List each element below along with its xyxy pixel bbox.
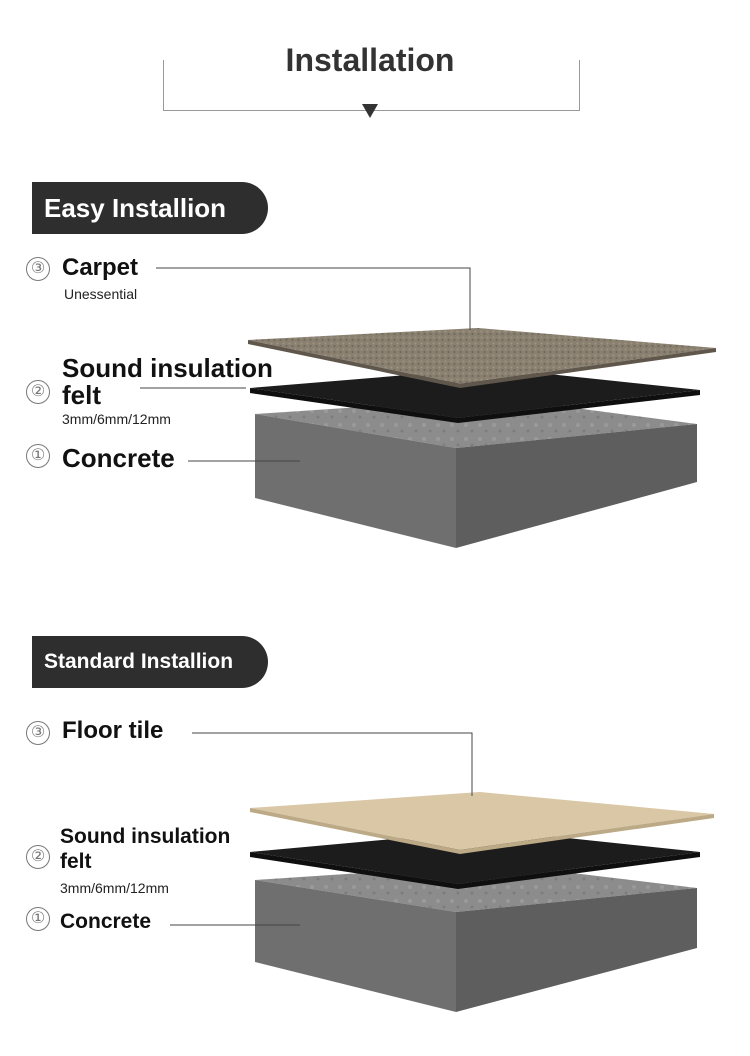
number-3-icon: ③	[26, 721, 50, 745]
number-2-icon: ②	[26, 845, 50, 869]
layer-carpet-note: Unessential	[64, 286, 138, 302]
floor-tile-layer	[250, 792, 714, 850]
section-standard-title: Standard Installion	[32, 636, 268, 688]
layer-felt-label-line2: felt	[62, 380, 101, 410]
floor-tile-leader-line	[192, 732, 473, 796]
layer-felt-note: 3mm/6mm/12mm	[60, 880, 169, 896]
layer-felt-label-line1: Sound insulation	[60, 825, 231, 848]
layer-floor-tile-label: Floor tile	[62, 717, 164, 744]
layer-concrete-label: Concrete	[62, 443, 175, 473]
down-arrow-icon	[362, 104, 378, 118]
section-easy-title: Easy Installion	[32, 182, 268, 234]
felt-layer-1	[250, 368, 700, 418]
layer-felt-label-line1: Sound insulation	[62, 353, 273, 383]
carpet-layer	[248, 328, 716, 384]
number-3-icon: ③	[26, 257, 50, 281]
felt-layer-2	[250, 830, 700, 884]
carpet-leader-line	[156, 267, 471, 330]
number-1-icon: ①	[26, 444, 50, 468]
concrete-block-2	[255, 864, 697, 1012]
layer-concrete-label: Concrete	[60, 910, 152, 933]
page-title: Installation	[260, 38, 480, 82]
layer-felt-label-line2: felt	[60, 850, 92, 873]
number-1-icon: ①	[26, 907, 50, 931]
layer-felt-note: 3mm/6mm/12mm	[62, 411, 171, 427]
layer-carpet-label: Carpet	[62, 254, 139, 281]
number-2-icon: ②	[26, 380, 50, 404]
concrete-block-1	[255, 398, 697, 548]
